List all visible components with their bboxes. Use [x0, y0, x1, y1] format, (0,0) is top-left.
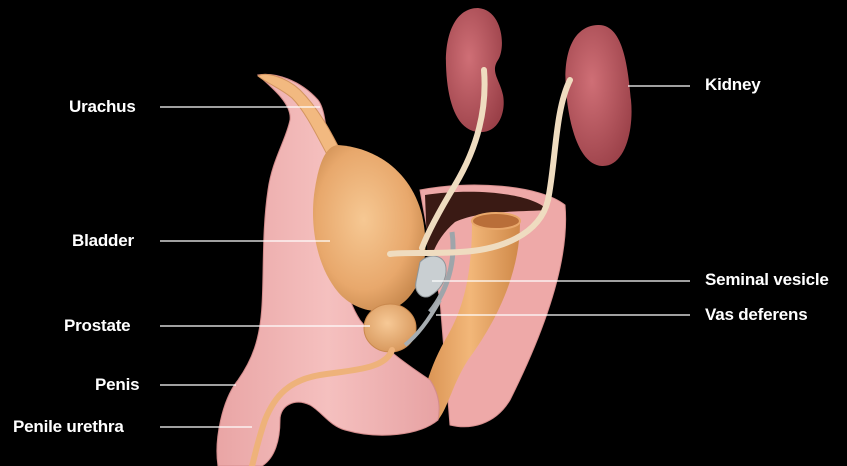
label-bladder: Bladder — [72, 231, 134, 251]
right-kidney — [565, 25, 631, 166]
left-kidney — [446, 8, 504, 132]
label-urachus: Urachus — [69, 97, 136, 117]
label-penis: Penis — [95, 375, 139, 395]
label-prostate: Prostate — [64, 316, 130, 336]
label-vas-deferens: Vas deferens — [705, 305, 808, 325]
label-kidney: Kidney — [705, 75, 760, 95]
label-seminal-vesicle: Seminal vesicle — [705, 270, 829, 290]
label-penile-urethra: Penile urethra — [13, 417, 124, 437]
rectum-opening — [472, 213, 520, 229]
